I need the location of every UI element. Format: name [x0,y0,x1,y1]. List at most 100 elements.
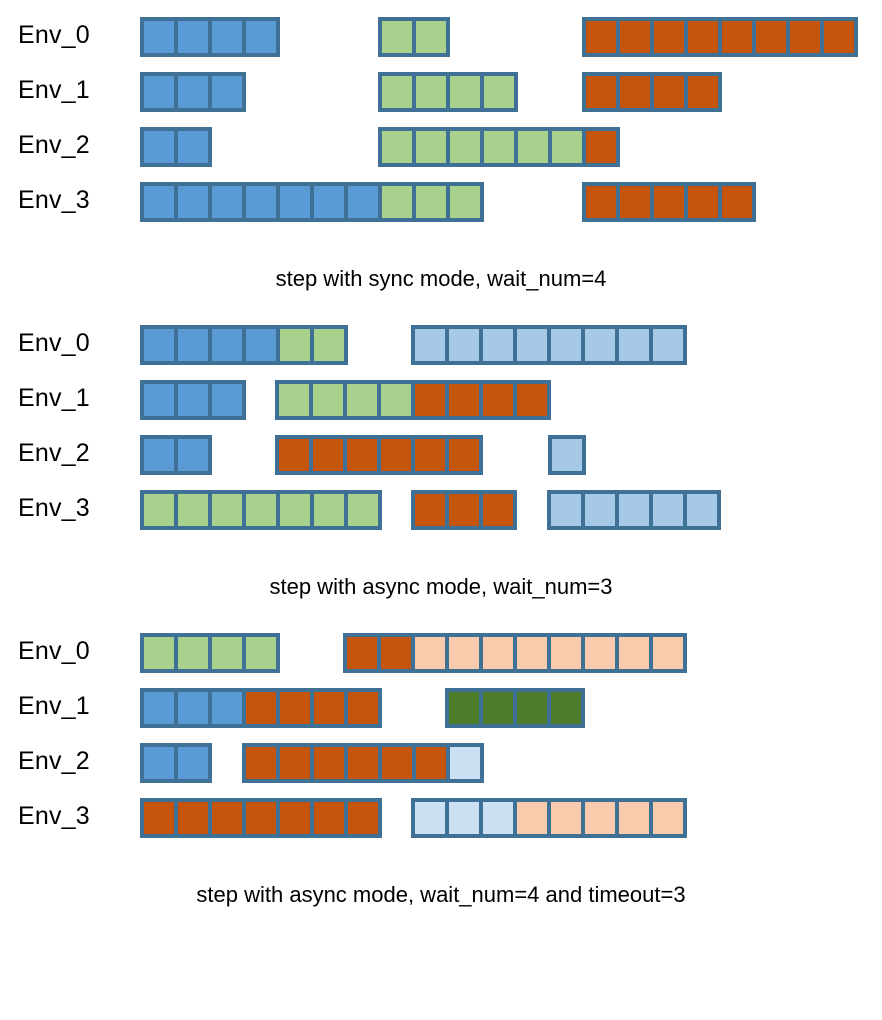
step-cell-pale-blue [415,802,445,834]
step-cell-green [314,494,344,526]
step-block [140,325,348,365]
step-block [140,798,382,838]
step-cell-orange [347,439,377,471]
step-block [582,182,756,222]
step-cell-orange [280,802,310,834]
step-block [411,798,687,838]
row-label-env_2: Env_2 [18,131,90,159]
step-cell-peach [619,802,649,834]
step-cell-orange [756,21,786,53]
step-cell-orange [722,21,752,53]
step-cell-light-blue [653,494,683,526]
step-cell-green [518,131,548,163]
step-block [378,72,518,112]
step-cell-light-blue [552,439,582,471]
step-cell-orange [449,384,479,416]
step-cell-green [381,384,411,416]
step-block [140,490,382,530]
step-cell-green [382,76,412,108]
timeline-row: Env_0 [0,8,882,63]
step-cell-orange [246,692,276,724]
step-cell-peach [653,637,683,669]
step-cell-dark-green [483,692,513,724]
step-cell-blue [246,329,276,361]
step-cell-blue [144,384,174,416]
row-track [0,63,882,118]
step-cell-green [144,637,174,669]
row-track [0,173,882,228]
step-cell-green [382,21,412,53]
step-cell-green [416,131,446,163]
step-cell-green [246,637,276,669]
step-cell-light-blue [653,329,683,361]
timeline-row: Env_1 [0,63,882,118]
step-cell-peach [483,637,513,669]
step-cell-green [212,637,242,669]
step-cell-green [416,76,446,108]
step-cell-light-blue [449,329,479,361]
step-cell-green [348,494,378,526]
step-cell-orange [517,384,547,416]
step-block [582,72,722,112]
step-cell-orange [449,494,479,526]
step-cell-blue [144,186,174,218]
step-cell-orange [382,747,412,779]
step-cell-blue [212,21,242,53]
step-cell-orange [416,747,446,779]
step-cell-orange [824,21,854,53]
step-block [445,688,585,728]
row-label-env_1: Env_1 [18,692,90,720]
row-label-env_1: Env_1 [18,384,90,412]
step-cell-orange [178,802,208,834]
timeline-row: Env_2 [0,426,882,481]
step-cell-orange [586,186,616,218]
step-cell-orange [654,21,684,53]
step-cell-blue [246,186,276,218]
step-cell-orange [314,747,344,779]
step-cell-blue [178,186,208,218]
step-cell-green [450,76,480,108]
step-cell-orange [688,76,718,108]
step-cell-blue [178,384,208,416]
step-block [140,17,280,57]
step-cell-orange [586,21,616,53]
step-block [140,72,246,112]
step-block [548,435,586,475]
step-cell-blue [280,186,310,218]
step-cell-blue [178,131,208,163]
step-cell-light-blue [585,329,615,361]
step-cell-blue [178,76,208,108]
step-cell-light-blue [687,494,717,526]
timeline-row: Env_3 [0,173,882,228]
row-label-env_0: Env_0 [18,329,90,357]
row-track [0,426,882,481]
row-track [0,8,882,63]
step-cell-light-blue [585,494,615,526]
step-cell-peach [653,802,683,834]
step-cell-green [450,131,480,163]
step-cell-green [484,76,514,108]
step-cell-green [347,384,377,416]
step-cell-peach [449,637,479,669]
step-block [343,633,415,673]
row-label-env_0: Env_0 [18,21,90,49]
step-cell-orange [483,384,513,416]
step-cell-blue [144,439,174,471]
step-cell-orange [348,747,378,779]
step-block [411,633,687,673]
step-cell-blue [144,131,174,163]
row-label-env_2: Env_2 [18,439,90,467]
step-cell-light-blue [415,329,445,361]
step-cell-orange [790,21,820,53]
step-block [378,127,620,167]
step-cell-green [279,384,309,416]
panel-caption: step with sync mode, wait_num=4 [275,266,607,291]
step-block [242,743,484,783]
step-cell-green [484,131,514,163]
row-track [0,371,882,426]
step-cell-orange [654,76,684,108]
step-cell-peach [415,637,445,669]
step-cell-blue [212,186,242,218]
timeline-row: Env_1 [0,679,882,734]
